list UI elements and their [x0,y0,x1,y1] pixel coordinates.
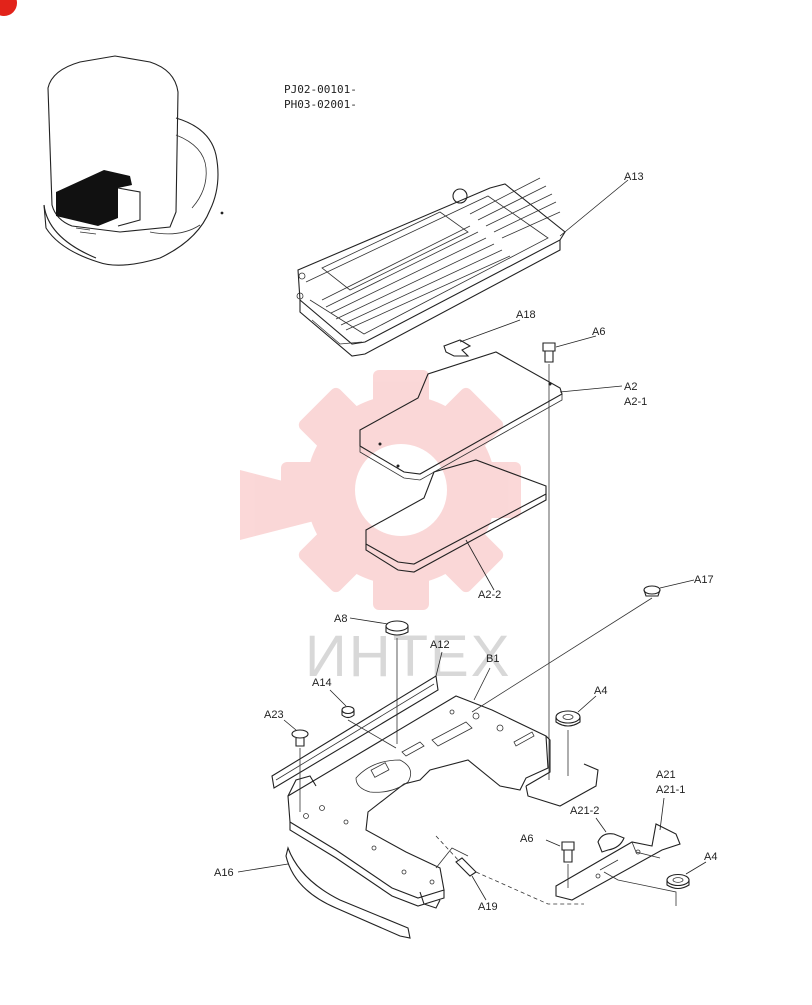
part-B1-frame [287,695,599,909]
leader-A18 [459,319,521,343]
guide-line-A14 [347,719,397,749]
leader-A21 [659,797,665,831]
label-A6-top: A6 [592,326,605,338]
label-A6-bottom: A6 [520,833,533,845]
inset-overview [43,55,224,266]
part-A12-strip [271,675,439,789]
label-A14: A14 [312,677,332,689]
part-code-1: PJ02-00101- [284,83,357,96]
label-A17: A17 [694,574,714,586]
part-A13-tray [296,177,566,357]
leader-A6-bottom [545,839,561,847]
guide-line-A19 [435,835,584,905]
part-A4-grommet-mid [555,710,581,727]
part-A16-strip [285,846,411,939]
leader-A14 [329,689,347,707]
leader-A13 [559,179,629,237]
label-A21-2: A21-2 [570,805,599,817]
leader-A2-2 [465,539,495,591]
part-A2-2-pad [365,459,547,573]
label-A23: A23 [264,709,284,721]
part-A2-plate [359,351,563,481]
leader-A19 [471,875,487,901]
leader-A16 [237,863,289,873]
guide-line-A4-bottom [603,871,677,906]
part-A14-grommet [341,705,355,719]
part-A6-bolt-top [542,342,556,363]
part-A4-grommet-bottom [666,873,690,890]
label-A2: A2 [624,381,637,393]
leader-A17 [659,579,695,589]
label-A12: A12 [430,639,450,651]
label-A2-1: A2-1 [624,396,647,408]
part-number-codes: PJ02-00101- PH03-02001- [284,82,357,112]
leader-B1 [473,667,491,701]
part-code-2: PH03-02001- [284,98,357,111]
guide-line-A17 [471,597,653,713]
leader-A21-2 [595,817,607,833]
leader-A6-top [555,335,597,348]
leader-A4-mid [577,695,597,713]
watermark-gear [240,370,521,610]
label-A21: A21 [656,769,676,781]
label-A4-mid: A4 [594,685,607,697]
label-A4-bottom: A4 [704,851,717,863]
leader-A23 [283,719,297,731]
label-A19: A19 [478,901,498,913]
label-A16: A16 [214,867,234,879]
part-A21-2-clip [597,833,625,853]
part-A23-cap [291,729,309,747]
label-B1: B1 [486,653,499,665]
part-A17-cap [643,585,661,597]
leader-A4-bottom [685,861,707,875]
part-A6-bolt-bottom [561,841,575,863]
label-A18: A18 [516,309,536,321]
leader-A2 [559,385,623,393]
page-badge [0,0,17,16]
leader-A12 [435,651,443,677]
part-A19-block [455,857,477,877]
part-A18-clip [443,339,472,357]
label-A8: A8 [334,613,347,625]
label-A13: A13 [624,171,644,183]
part-A21-bracket [555,823,681,901]
label-A2-2: A2-2 [478,589,501,601]
label-A21-1: A21-1 [656,784,685,796]
part-A8-cap [385,620,409,636]
watermark-text: ИНТЕХ [305,624,511,689]
leader-A8 [349,617,389,625]
